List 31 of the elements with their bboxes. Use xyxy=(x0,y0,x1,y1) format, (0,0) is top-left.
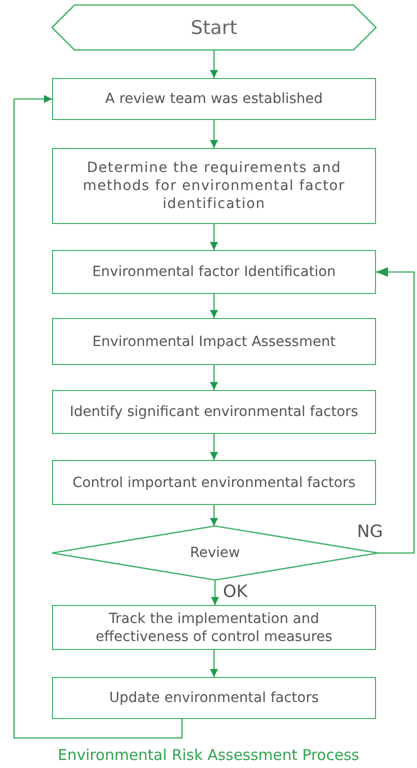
arrow xyxy=(210,294,218,318)
node-text: A review team was established xyxy=(105,90,323,108)
node-text: Track the implementation and effectiveness of control measures xyxy=(94,610,334,646)
arrow xyxy=(210,224,218,250)
node-text: Environmental factor Identification xyxy=(92,263,336,281)
process-box xyxy=(52,78,376,120)
arrow xyxy=(211,580,219,605)
arrow xyxy=(210,50,218,78)
arrow xyxy=(210,505,218,526)
node-text: Determine the requirements and methods for environmental factor identification xyxy=(82,159,346,213)
process-box xyxy=(52,390,376,434)
node-text: Identify significant environmental factors xyxy=(70,403,358,421)
arrow xyxy=(210,365,218,390)
process-box xyxy=(52,250,376,294)
arrow xyxy=(210,120,218,148)
arrow xyxy=(210,434,218,460)
caption: Environmental Risk Assessment Process xyxy=(56,746,360,764)
process-box xyxy=(52,460,376,505)
arrow xyxy=(13,95,183,739)
node-text: Update environmental factors xyxy=(109,689,319,707)
process-box xyxy=(52,318,376,365)
node-text: Start xyxy=(190,18,238,36)
process-box xyxy=(52,605,376,650)
process-box xyxy=(52,677,376,719)
process-box xyxy=(52,148,376,224)
node-text: Environmental Impact Assessment xyxy=(92,332,336,350)
start-terminator xyxy=(52,5,376,50)
node-text: Review xyxy=(190,544,240,562)
node-text: Control important environmental factors xyxy=(72,474,356,492)
arrow xyxy=(376,267,415,554)
arrow xyxy=(210,650,218,677)
